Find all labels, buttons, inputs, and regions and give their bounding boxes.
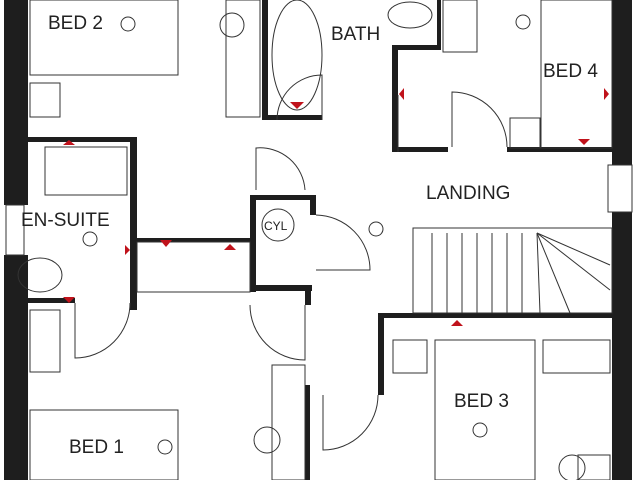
bed3-bed [434, 339, 536, 480]
shower-tray [44, 146, 128, 196]
interior-walls [28, 0, 612, 480]
room-label-ensuite: EN-SUITE [21, 210, 110, 231]
bed4-door [451, 91, 508, 148]
cylinder [261, 208, 295, 242]
cyl-door [315, 214, 371, 271]
bed2-bed [29, 0, 179, 76]
cylinder-label: CYL [264, 219, 288, 233]
basin [17, 257, 63, 293]
bed1-bed [29, 409, 179, 480]
bath-tub [271, 0, 323, 111]
window-ensuite [5, 204, 25, 256]
bed1-door [249, 304, 306, 361]
stair-treads [431, 232, 611, 314]
ensuite-door [74, 302, 131, 359]
ceiling-light [120, 16, 136, 32]
room-label-bed2: BED 2 [48, 13, 103, 34]
bed3-door [322, 394, 379, 451]
room-label-bed4: BED 4 [543, 61, 598, 82]
bed1-wardrobe [271, 364, 306, 480]
room-label-bed1: BED 1 [69, 437, 124, 458]
socket-markers [63, 88, 609, 326]
ensuite-cyl-door [255, 147, 306, 191]
toilet [387, 1, 433, 29]
bed2-wardrobe [225, 0, 261, 118]
bath-door [276, 74, 323, 121]
room-label-bed3: BED 3 [454, 391, 509, 412]
window-landing [607, 164, 633, 213]
room-label-landing: LANDING [426, 183, 510, 204]
bed4-bed [540, 0, 613, 149]
exterior-walls [4, 0, 633, 480]
doors[interactable] [74, 74, 508, 451]
room-label-bath: BATH [331, 24, 380, 45]
staircase [412, 227, 613, 314]
furniture [17, 0, 613, 480]
